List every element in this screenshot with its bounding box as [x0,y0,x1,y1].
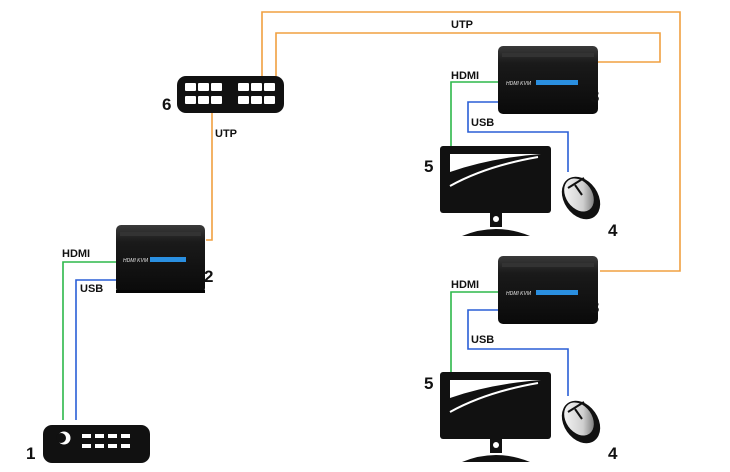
number-mouse-b: 4 [608,444,618,463]
hdmi-cable-receiver-b-to-monitor [450,291,498,374]
usb-cable-receiver-a-to-hub [467,101,569,172]
utp-label-mid: UTP [215,128,237,140]
receiver-a-device-label: HDMI KVM [506,81,532,87]
utp-cable-switch-to-receiver-a [275,32,661,76]
hdmi-label-transmitter: HDMI [62,248,90,260]
transmitter-device-label: HDMI KVM [123,258,149,264]
hdmi-cable-source-to-transmitter [62,261,117,420]
network-switch-icon [177,76,284,113]
transmitter-accent-strip [150,257,186,262]
number-transmitter: 2 [204,267,213,286]
mouse-icon [561,176,601,220]
number-receiver-a: 3 [590,87,599,106]
number-switch: 6 [162,95,171,114]
usb-label-receiver-a: USB [471,117,494,129]
receiver-b-accent-strip [536,290,578,295]
number-receiver-b: 3 [590,298,599,317]
receiver-b-device: HDMI KVM [498,256,598,324]
number-monitor-b: 5 [424,374,433,393]
receiver-a-device: HDMI KVM [498,46,598,114]
dvr-icon [43,425,150,463]
hdmi-label-receiver-b: HDMI [451,279,479,291]
receiver-a-accent-strip [536,80,578,85]
usb-cable-source-to-transmitter [75,279,117,420]
hdmi-label-receiver-a: HDMI [451,70,479,82]
hdmi-cable-receiver-a-to-monitor [450,81,498,148]
monitor-icon [440,146,551,236]
monitor-icon [440,372,551,462]
mouse-icon [561,400,601,444]
utp-cable-switch-to-transmitter [206,113,213,241]
number-monitor-a: 5 [424,157,433,176]
usb-label-receiver-b: USB [471,334,494,346]
receiver-b-device-label: HDMI KVM [506,291,532,297]
number-source: 1 [26,444,35,463]
usb-label-transmitter: USB [80,283,103,295]
number-mouse-a: 4 [608,221,618,240]
utp-label-top: UTP [451,19,473,31]
usb-cable-receiver-b-to-hub [467,309,569,396]
utp-cable-switch-to-receiver-b [261,11,681,272]
transmitter-device: HDMI KVM [116,225,205,293]
